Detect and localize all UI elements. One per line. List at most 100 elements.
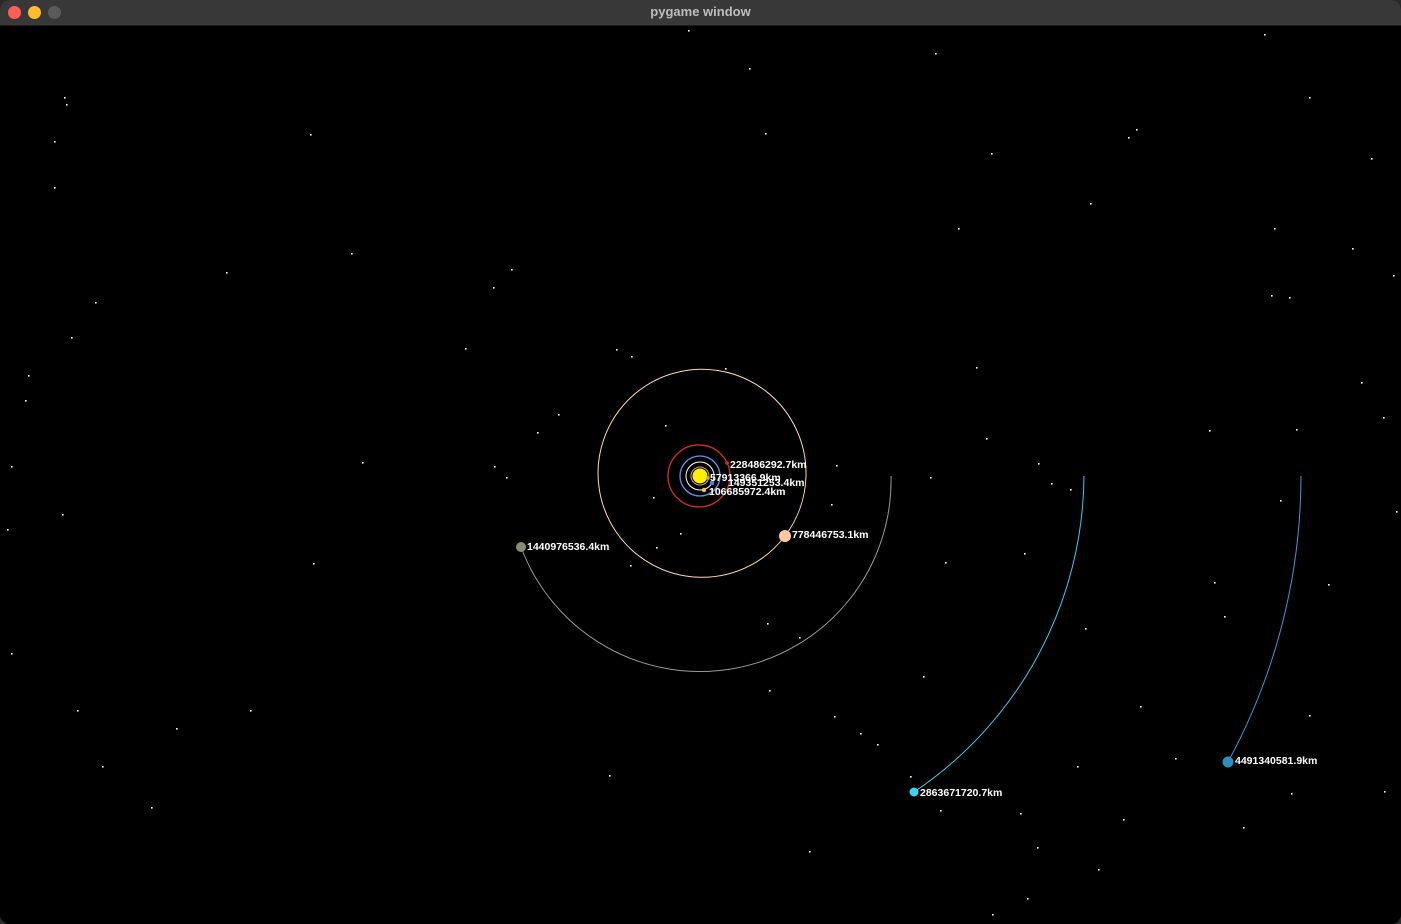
star bbox=[1361, 382, 1363, 384]
star bbox=[494, 466, 496, 468]
star bbox=[77, 710, 79, 712]
jupiter-planet[interactable] bbox=[779, 530, 791, 542]
uranus-distance-label: 2863671720.7km bbox=[920, 787, 1002, 799]
uranus-orbit-trail bbox=[913, 475, 1085, 793]
star bbox=[923, 676, 925, 678]
star bbox=[71, 337, 73, 339]
mars-orbit-trail bbox=[667, 444, 731, 508]
star bbox=[54, 187, 56, 189]
star bbox=[62, 514, 64, 516]
mercury-distance-label: 57913366.9km bbox=[710, 472, 781, 484]
minimize-button[interactable] bbox=[28, 6, 41, 19]
star bbox=[1020, 813, 1022, 815]
star bbox=[749, 68, 751, 70]
title-bar[interactable]: pygame window bbox=[0, 0, 1401, 26]
star bbox=[831, 504, 833, 506]
star bbox=[680, 533, 682, 535]
jupiter-orbit-trail bbox=[597, 368, 807, 578]
star bbox=[1264, 34, 1266, 36]
star bbox=[313, 563, 315, 565]
simulation-canvas[interactable]: 228486292.7km 57913366.9km 149351253.4km… bbox=[0, 26, 1401, 924]
star bbox=[725, 368, 727, 370]
star bbox=[511, 269, 513, 271]
star bbox=[465, 348, 467, 350]
saturn-distance-label: 1440976536.4km bbox=[527, 541, 609, 553]
star bbox=[945, 562, 947, 564]
star bbox=[1291, 793, 1293, 795]
star bbox=[1243, 827, 1245, 829]
star bbox=[769, 690, 771, 692]
star bbox=[1384, 791, 1386, 793]
earth-planet[interactable] bbox=[709, 480, 715, 486]
star bbox=[910, 776, 912, 778]
star bbox=[1309, 97, 1311, 99]
star bbox=[986, 438, 988, 440]
mercury-planet[interactable] bbox=[706, 476, 710, 480]
star bbox=[836, 465, 838, 467]
star bbox=[992, 914, 994, 916]
earth-distance-label: 149351253.4km bbox=[728, 477, 805, 489]
star bbox=[940, 810, 942, 812]
star bbox=[1393, 275, 1395, 277]
star bbox=[1209, 430, 1211, 432]
zoom-button[interactable] bbox=[48, 6, 61, 19]
star bbox=[976, 367, 978, 369]
star bbox=[991, 153, 993, 155]
star bbox=[616, 349, 618, 351]
neptune-orbit-trail bbox=[1227, 475, 1302, 763]
earth-orbit-trail bbox=[679, 455, 721, 497]
star bbox=[656, 547, 658, 549]
star bbox=[351, 253, 353, 255]
star bbox=[11, 653, 13, 655]
star bbox=[1296, 429, 1298, 431]
saturn-planet[interactable] bbox=[516, 542, 526, 552]
star bbox=[1037, 847, 1039, 849]
star bbox=[64, 97, 66, 99]
star bbox=[930, 477, 932, 479]
star bbox=[767, 623, 769, 625]
neptune-planet[interactable] bbox=[1222, 756, 1234, 768]
star bbox=[809, 851, 811, 853]
star bbox=[834, 716, 836, 718]
star bbox=[935, 53, 937, 55]
venus-orbit-trail bbox=[685, 461, 715, 491]
star bbox=[630, 565, 632, 567]
star bbox=[54, 141, 56, 143]
star bbox=[362, 462, 364, 464]
star bbox=[1098, 869, 1100, 871]
mars-planet[interactable] bbox=[725, 461, 729, 465]
close-button[interactable] bbox=[8, 6, 21, 19]
venus-distance-label: 106685972.4km bbox=[709, 486, 786, 498]
star bbox=[1371, 158, 1373, 160]
window-title: pygame window bbox=[650, 4, 751, 19]
star bbox=[1289, 297, 1291, 299]
star bbox=[66, 104, 68, 106]
star bbox=[688, 30, 690, 32]
star bbox=[1271, 295, 1273, 297]
star bbox=[95, 302, 97, 304]
star bbox=[11, 466, 13, 468]
uranus-planet[interactable] bbox=[909, 787, 919, 797]
star bbox=[493, 287, 495, 289]
star bbox=[151, 807, 153, 809]
mars-distance-label: 228486292.7km bbox=[730, 459, 807, 471]
star bbox=[1175, 758, 1177, 760]
star bbox=[1024, 553, 1026, 555]
star bbox=[1070, 489, 1072, 491]
star bbox=[1383, 417, 1385, 419]
solar-system-view: 228486292.7km 57913366.9km 149351253.4km… bbox=[0, 26, 1401, 924]
star bbox=[958, 228, 960, 230]
star bbox=[102, 766, 104, 768]
star bbox=[176, 728, 178, 730]
star bbox=[226, 272, 228, 274]
star bbox=[1396, 511, 1398, 513]
venus-planet[interactable] bbox=[701, 487, 707, 493]
star bbox=[877, 744, 879, 746]
star bbox=[1309, 715, 1311, 717]
star bbox=[1128, 137, 1130, 139]
star bbox=[25, 400, 27, 402]
star bbox=[860, 733, 862, 735]
star bbox=[558, 414, 560, 416]
star bbox=[631, 356, 633, 358]
